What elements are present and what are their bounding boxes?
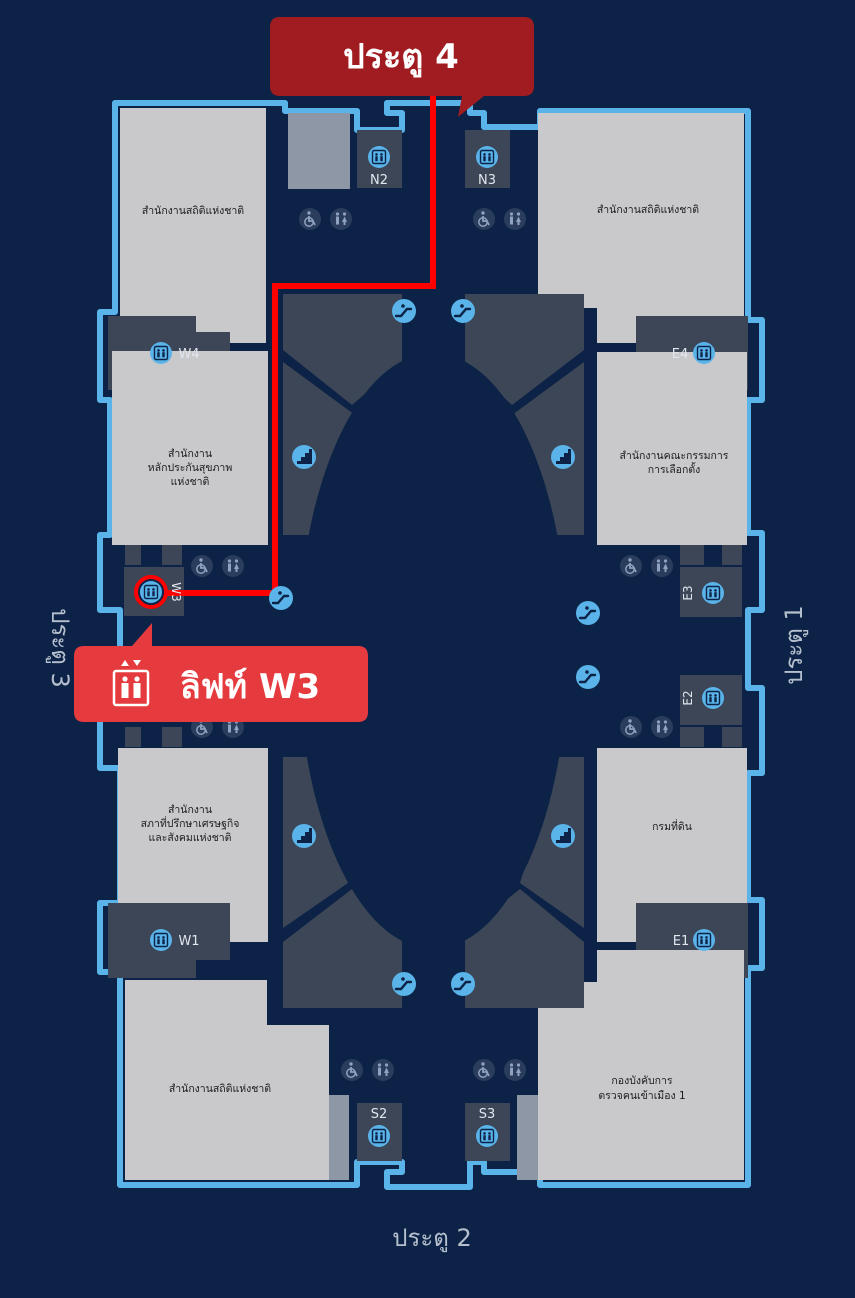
room-ne-label: สำนักงานสถิติแห่งชาติ [597, 204, 699, 216]
room-sw: สำนักงานสถิติแห่งชาติ [125, 980, 349, 1180]
pillar [162, 545, 182, 565]
lift-label-e3: E3 [681, 585, 695, 600]
lift-label-n3: N3 [478, 173, 496, 188]
room-nw: สำนักงานสถิติแห่งชาติ [120, 108, 266, 343]
room-nw-label: สำนักงานสถิติแห่งชาติ [142, 205, 244, 217]
room-e-upper-line2: การเลือกตั้ง [648, 462, 701, 476]
wheelchair-icon [472, 1058, 496, 1082]
lift-w3-callout-label: ลิฟท์ W3 [180, 667, 320, 707]
gate4-label: ประตู 4 [343, 37, 459, 78]
route-path [152, 95, 436, 596]
room-ne: สำนักงานสถิติแห่งชาติ [538, 113, 744, 343]
room-e-upper: สำนักงานคณะกรรมการ การเลือกตั้ง [597, 352, 747, 545]
wheelchair-icon [190, 554, 214, 578]
room-w-upper-line3: แห่งชาติ [171, 476, 210, 488]
stairs-icon [292, 445, 316, 469]
lift-label-w1: W1 [178, 934, 199, 949]
lift-label-w3: W3 [169, 582, 183, 602]
room-sw-label: สำนักงานสถิติแห่งชาติ [169, 1083, 271, 1095]
pillar [680, 545, 704, 565]
wheelchair-icon [340, 1058, 364, 1082]
room-w-upper-line1: สำนักงาน [168, 448, 212, 460]
gate2-label: ประตู 2 [392, 1224, 472, 1253]
room-w-upper: สำนักงาน หลักประกันสุขภาพ แห่งชาติ [112, 351, 268, 545]
escalator-icon [390, 970, 418, 998]
elevator-icon [475, 145, 499, 169]
elevator-icon [149, 341, 173, 365]
wheelchair-icon [298, 207, 322, 231]
escalator-icon [574, 599, 602, 627]
room-w-lower-line1: สำนักงาน [168, 804, 212, 816]
escalator-icon [390, 297, 418, 325]
elevator-icon [112, 660, 150, 707]
elevator-icon [701, 581, 725, 605]
gate1-label: ประตู 1 [780, 605, 809, 685]
pillar [125, 727, 141, 747]
atrium-wings [283, 294, 584, 1008]
gate3-label: ประตู 3 [45, 608, 74, 688]
elevator-icon [475, 1124, 499, 1148]
lift-label-s2: S2 [371, 1107, 388, 1122]
wheelchair-icon [619, 554, 643, 578]
lift-label-s3: S3 [479, 1107, 496, 1122]
restroom-icon [504, 1059, 526, 1081]
gate4-callout[interactable]: ประตู 4 [270, 17, 534, 117]
lift-w3-callout[interactable]: ลิฟท์ W3 [74, 623, 368, 722]
lift-label-e4: E4 [672, 347, 689, 362]
lift-label-e2: E2 [681, 690, 695, 705]
stairs-icon [551, 824, 575, 848]
target-lift-w3[interactable] [134, 575, 168, 609]
room-e-lower-label: กรมที่ดิน [652, 819, 692, 833]
pillar [722, 545, 742, 565]
elevator-icon [367, 1124, 391, 1148]
escalator-icon [267, 584, 295, 612]
restroom-icon [651, 716, 673, 738]
room-w-lower-line2: สภาที่ปรึกษาเศรษฐกิจ [141, 816, 240, 830]
room-n-grey [288, 113, 350, 189]
elevator-icon [367, 145, 391, 169]
pillar [722, 727, 742, 747]
room-se: กองบังคับการ ตรวจคนเข้าเมือง 1 [517, 950, 744, 1180]
restroom-icon [504, 208, 526, 230]
restroom-icon [372, 1059, 394, 1081]
restroom-icon [222, 555, 244, 577]
lift-label-e1: E1 [673, 934, 690, 949]
atrium-void [298, 353, 568, 949]
room-w-lower-line3: และสังคมแห่งชาติ [149, 832, 232, 844]
restroom-icon [330, 208, 352, 230]
lift-label-w4: W4 [178, 347, 199, 362]
escalator-icon [449, 970, 477, 998]
pillar [680, 727, 704, 747]
pillar [125, 545, 141, 565]
wheelchair-icon [472, 207, 496, 231]
stairs-icon [292, 824, 316, 848]
escalator-icon [449, 297, 477, 325]
stairs-icon [551, 445, 575, 469]
room-se-line2: ตรวจคนเข้าเมือง 1 [598, 1089, 685, 1102]
pillar [162, 727, 182, 747]
wheelchair-icon [619, 715, 643, 739]
elevator-icon [692, 928, 716, 952]
restroom-icon [651, 555, 673, 577]
room-w-upper-line2: หลักประกันสุขภาพ [148, 462, 233, 474]
elevator-icon [701, 686, 725, 710]
escalator-icon [574, 663, 602, 691]
room-se-line1: กองบังคับการ [611, 1075, 673, 1087]
elevator-icon [149, 928, 173, 952]
elevator-icon [692, 341, 716, 365]
room-e-upper-line1: สำนักงานคณะกรรมการ [620, 450, 729, 462]
lift-label-n2: N2 [370, 173, 388, 188]
